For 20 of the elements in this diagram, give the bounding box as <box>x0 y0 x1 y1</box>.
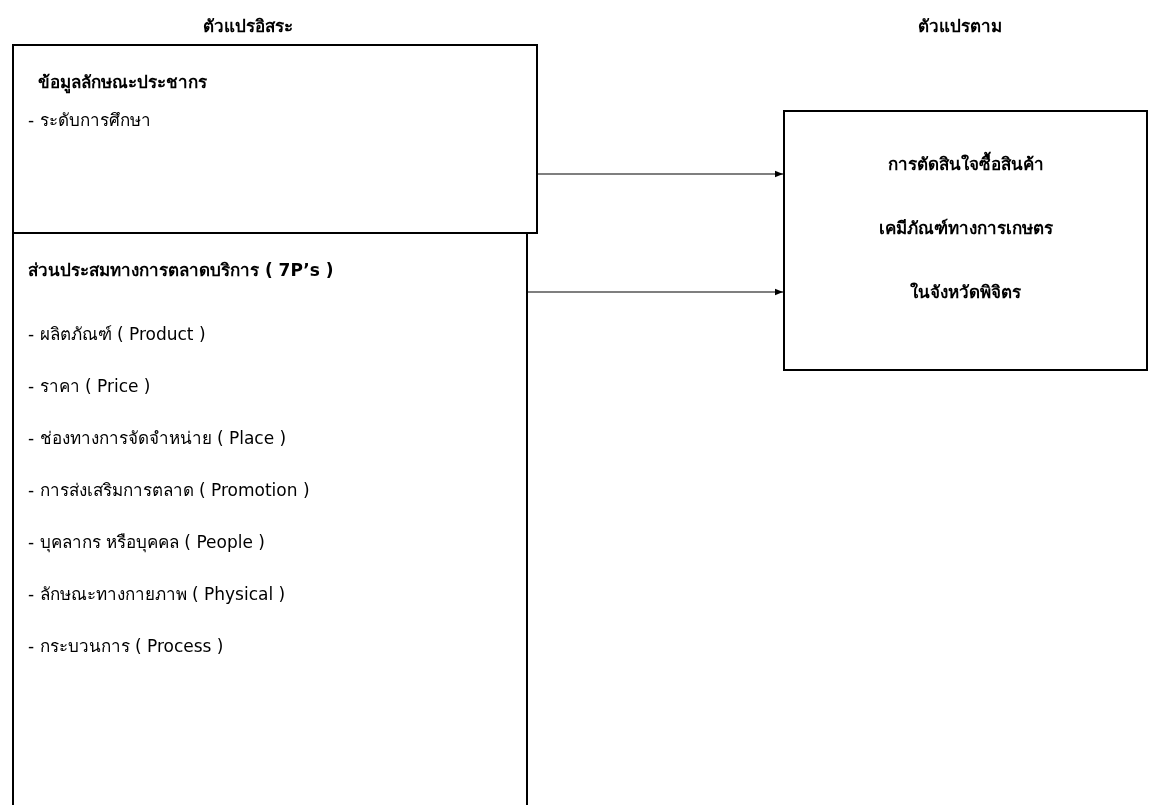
list-item: - ผลิตภัณฑ์ ( Product ) <box>28 323 206 345</box>
list-item: - บุคลากร หรือบุคคล ( People ) <box>28 531 265 553</box>
column-heading: ตัวแปรอิสระ <box>203 15 293 38</box>
box-text: เคมีภัณฑ์ทางการเกษตร <box>878 217 1053 239</box>
variable-box <box>12 44 538 234</box>
list-item: - ระดับการศึกษา <box>28 109 151 131</box>
list-item: - ลักษณะทางกายภาพ ( Physical ) <box>28 583 286 605</box>
list-item: - การส่งเสริมการตลาด ( Promotion ) <box>28 479 310 501</box>
box-heading: ส่วนประสมทางการตลาดบริการ ( 7P’s ) <box>28 259 334 281</box>
list-item: - ช่องทางการจัดจำหน่าย ( Place ) <box>28 427 287 449</box>
box-text: การตัดสินใจซื้อสินค้า <box>887 153 1044 175</box>
list-item: - กระบวนการ ( Process ) <box>28 635 224 657</box>
variable-box <box>12 232 528 805</box>
arrow <box>537 170 784 178</box>
box-text: ในจังหวัดพิจิตร <box>910 281 1021 303</box>
outcome-box <box>783 110 1148 371</box>
column-heading: ตัวแปรตาม <box>918 15 1002 38</box>
list-item: - ราคา ( Price ) <box>28 375 151 397</box>
arrow <box>527 288 784 296</box>
box-heading: ข้อมูลลักษณะประชากร <box>38 71 207 93</box>
